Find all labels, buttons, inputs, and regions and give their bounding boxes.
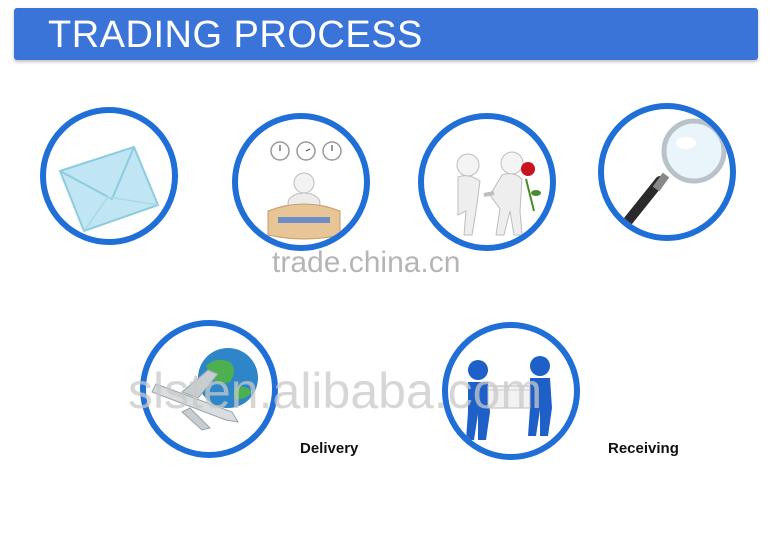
watermark-alibaba: slsten.alibaba.com	[128, 363, 543, 419]
step-receiving	[442, 322, 580, 460]
customer-service-icon	[267, 141, 342, 240]
page-title: TRADING PROCESS	[48, 14, 423, 56]
step-inspection	[598, 103, 736, 241]
step-delivery	[140, 320, 278, 458]
step-negotiation	[418, 113, 556, 251]
title-banner: TRADING PROCESS	[14, 8, 758, 60]
step-customer-service	[232, 113, 370, 251]
caption-delivery: Delivery	[300, 440, 359, 457]
box-carriers-icon	[466, 356, 552, 440]
magnifier-icon	[623, 118, 727, 226]
caption-receiving: Receiving	[608, 440, 679, 457]
watermark-trade-china: trade.china.cn	[272, 246, 461, 279]
envelope-icon	[58, 145, 160, 233]
airplane-globe-icon	[151, 348, 258, 431]
step-envelope	[40, 107, 178, 245]
handshake-rose-icon	[456, 151, 541, 236]
